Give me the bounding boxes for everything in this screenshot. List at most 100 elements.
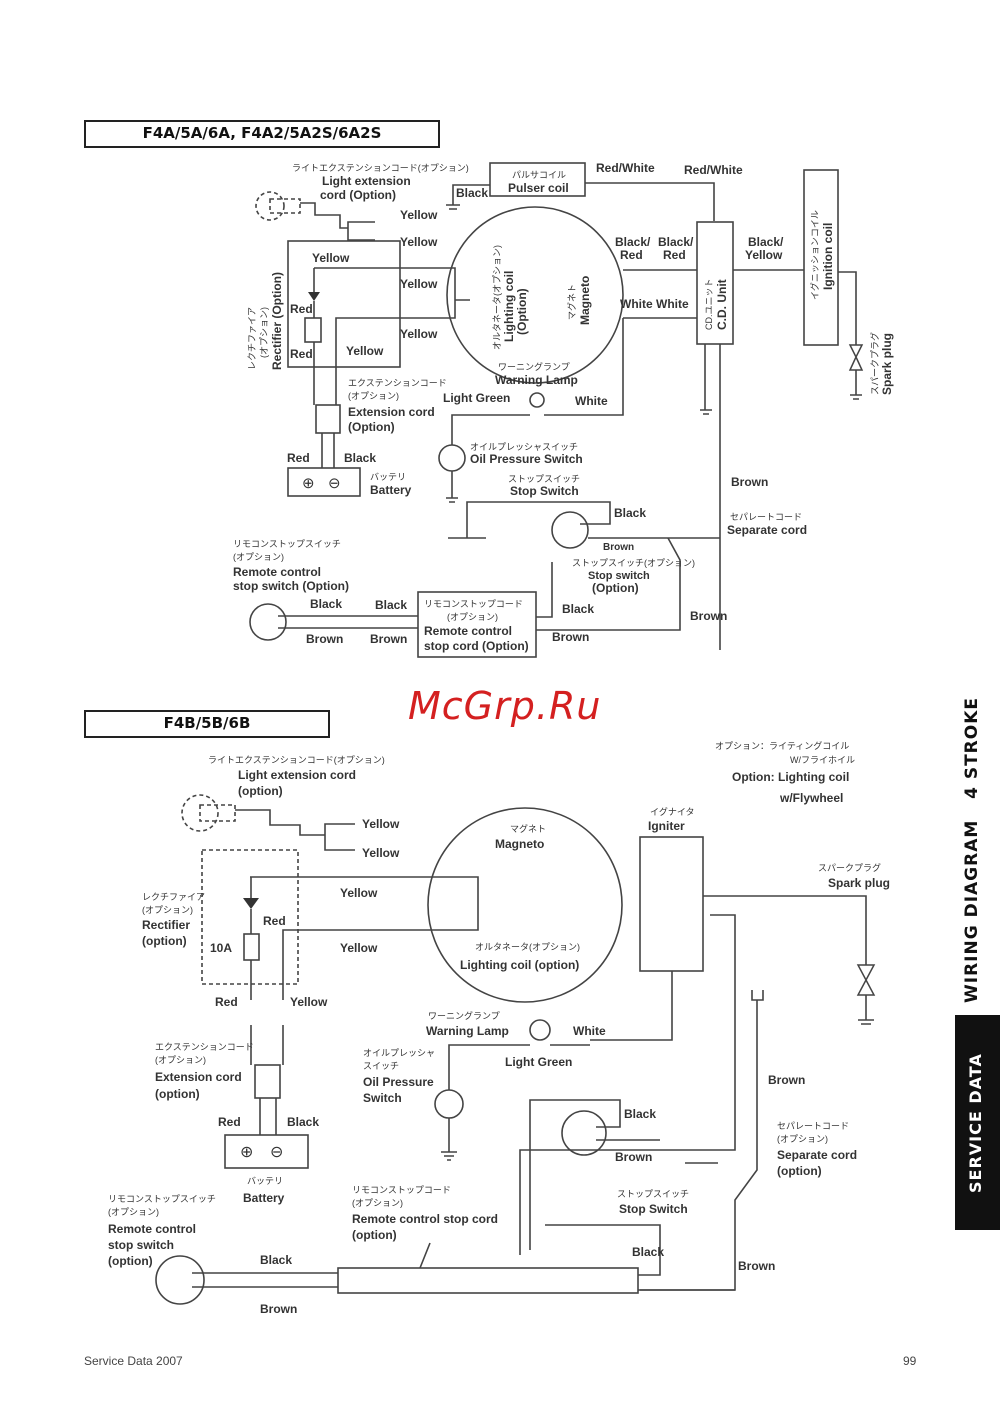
footer-left: Service Data 2007 [84,1354,183,1368]
pulser-coil-jp: パルサコイル [512,170,566,180]
battery-a-en: Battery [370,483,412,497]
ext-cord-a-jp1: エクステンションコード [348,378,447,388]
battery-a-wires [321,433,335,468]
magneto-b-circle [427,807,623,1003]
wire-a-remote-brown-3: Brown [552,630,589,644]
diagram-a-title: F4A/5A/6A, F4A2/5A2S/6A2S [84,120,440,148]
wire-a-bat-red: Red [287,451,310,465]
rectifier-b-en2: (option) [142,934,187,948]
remote-cord-b-en1: Remote control stop cord [352,1212,498,1226]
oil-switch-a-icon [438,444,466,472]
separate-cord-a-en: Separate cord [727,523,807,537]
ext-cord-b-jp1: エクステンションコード [155,1042,254,1052]
wire-a-remote-black-2: Black [375,598,407,612]
wire-b-bat-red: Red [218,1115,241,1129]
oil-switch-a-jp: オイルプレッシャスイッチ [470,442,578,452]
side-tab-subtitle: 4 STROKE [962,697,982,799]
remote-cord-a-en1: Remote control [424,624,512,638]
lamp-socket-a [269,198,301,214]
remote-cord-a-jp2: (オプション) [447,612,498,622]
diagram-b-title: F4B/5B/6B [84,710,330,738]
rectifier-a-wires [313,267,395,378]
remote-switch-b-en1: Remote control [108,1222,196,1236]
oil-switch-b-jp2: スイッチ [363,1061,399,1071]
rectifier-a-jp1: レクチファイア [247,307,257,370]
light-ext-b-wire [235,809,355,851]
wire-b-yellow-out: Yellow [290,995,328,1009]
separate-cord-b-en2: (option) [777,1164,822,1178]
lamp-socket-b [199,804,236,822]
side-tab-section-text: SERVICE DATA [966,1053,985,1193]
wire-a-blackred-1a: Black/ [615,235,651,249]
stop-switch-a-icon [551,511,589,549]
side-tab-title: WIRING DIAGRAM 4 STROKE [962,688,982,1003]
pulser-wire [585,182,715,221]
wire-a-yellow-1: Yellow [400,208,438,222]
stop-switch-b-wires [529,1099,660,1250]
wire-a-blackred-2a: Black/ [658,235,694,249]
remote-switch-b-icon [155,1255,205,1305]
stop-switch-b-jp: ストップスイッチ [617,1189,689,1199]
remote-switch-b-jp2: (オプション) [108,1207,159,1217]
wire-b-brown-1: Brown [768,1073,805,1087]
igniter-wires [519,914,736,1255]
cd-unit-wires [623,269,805,319]
wire-a-bat-black: Black [344,451,376,465]
ext-cord-a-box [315,404,341,434]
rectifier-a-en: Rectifier (Option) [270,272,284,370]
wire-a-stop-black: Black [614,506,646,520]
wire-b-yellow-4: Yellow [340,941,378,955]
lamp-a-icon [255,191,285,221]
battery-a-box [287,467,361,497]
wire-b-rect-red: Red [263,914,286,928]
stop-switch-opt-a-en2: (Option) [592,581,639,595]
magneto-b-en: Magneto [495,837,544,851]
stop-switch-opt-a-en1: Stop switch [588,570,650,582]
magneto-circle [446,206,624,384]
oil-switch-b-icon [434,1089,464,1119]
side-tab-section: SERVICE DATA [955,1015,1000,1230]
wire-a-blackred-1b: Red [620,248,643,262]
wire-b-lightgreen: Light Green [505,1055,572,1069]
battery-b-en: Battery [243,1191,285,1205]
light-ext-a-en2: cord (Option) [320,188,396,202]
wire-a-rect-red1: Red [290,302,313,316]
lighting-coil-a-en1: Lighting coil [502,271,516,342]
ext-cord-b-en2: (option) [155,1087,200,1101]
diode-a-icon [308,292,320,301]
oil-switch-b-ground [441,1118,457,1161]
option-note-jp1: オプション：ライティングコイル [715,740,849,751]
wire-a-rect-red2: Red [290,347,313,361]
fuse-b-icon [243,933,260,961]
ext-cord-a-en1: Extension cord [348,405,435,419]
separate-cord-b-jp1: セパレートコード [777,1121,849,1131]
remote-cord-a-box [417,591,537,658]
ext-cord-b-box [254,1064,281,1099]
remote-switch-a-en1: Remote control [233,565,321,579]
battery-a-jp: バッテリ [370,472,406,482]
wire-b-remote-black-2: Black [632,1245,664,1259]
magneto-b-jp: マグネト [510,823,546,834]
spark-plug-a-en: Spark plug [880,333,894,395]
spark-plug-b-en: Spark plug [828,876,890,890]
wire-b-bat-black: Black [287,1115,319,1129]
wire-a-yellow-2: Yellow [400,235,438,249]
pulser-coil-en: Pulser coil [508,181,569,195]
light-ext-a-en1: Light extension [322,174,411,188]
wire-a-yellow-4: Yellow [400,327,438,341]
option-note-jp2: W/フライホイル [790,755,855,765]
wire-a-rect-yellow: Yellow [312,251,350,265]
battery-b-jp: バッテリ [247,1176,283,1186]
wire-a-rect-yellow2: Yellow [346,344,384,358]
lighting-coil-b-wire [250,876,479,1000]
ext-cord-b-en1: Extension cord [155,1070,242,1084]
oil-switch-a-en: Oil Pressure Switch [470,452,583,466]
igniter-en: Igniter [648,819,685,833]
remote-cord-b-box [337,1267,639,1294]
lamp-b-icon [181,794,219,832]
stop-switch-a-ground [448,501,611,539]
wire-a-white-3: White [575,394,608,408]
warning-lamp-a-en: Warning Lamp [495,373,578,387]
warning-lamp-b-en: Warning Lamp [426,1024,509,1038]
separate-cord-b-en1: Separate cord [777,1148,857,1162]
